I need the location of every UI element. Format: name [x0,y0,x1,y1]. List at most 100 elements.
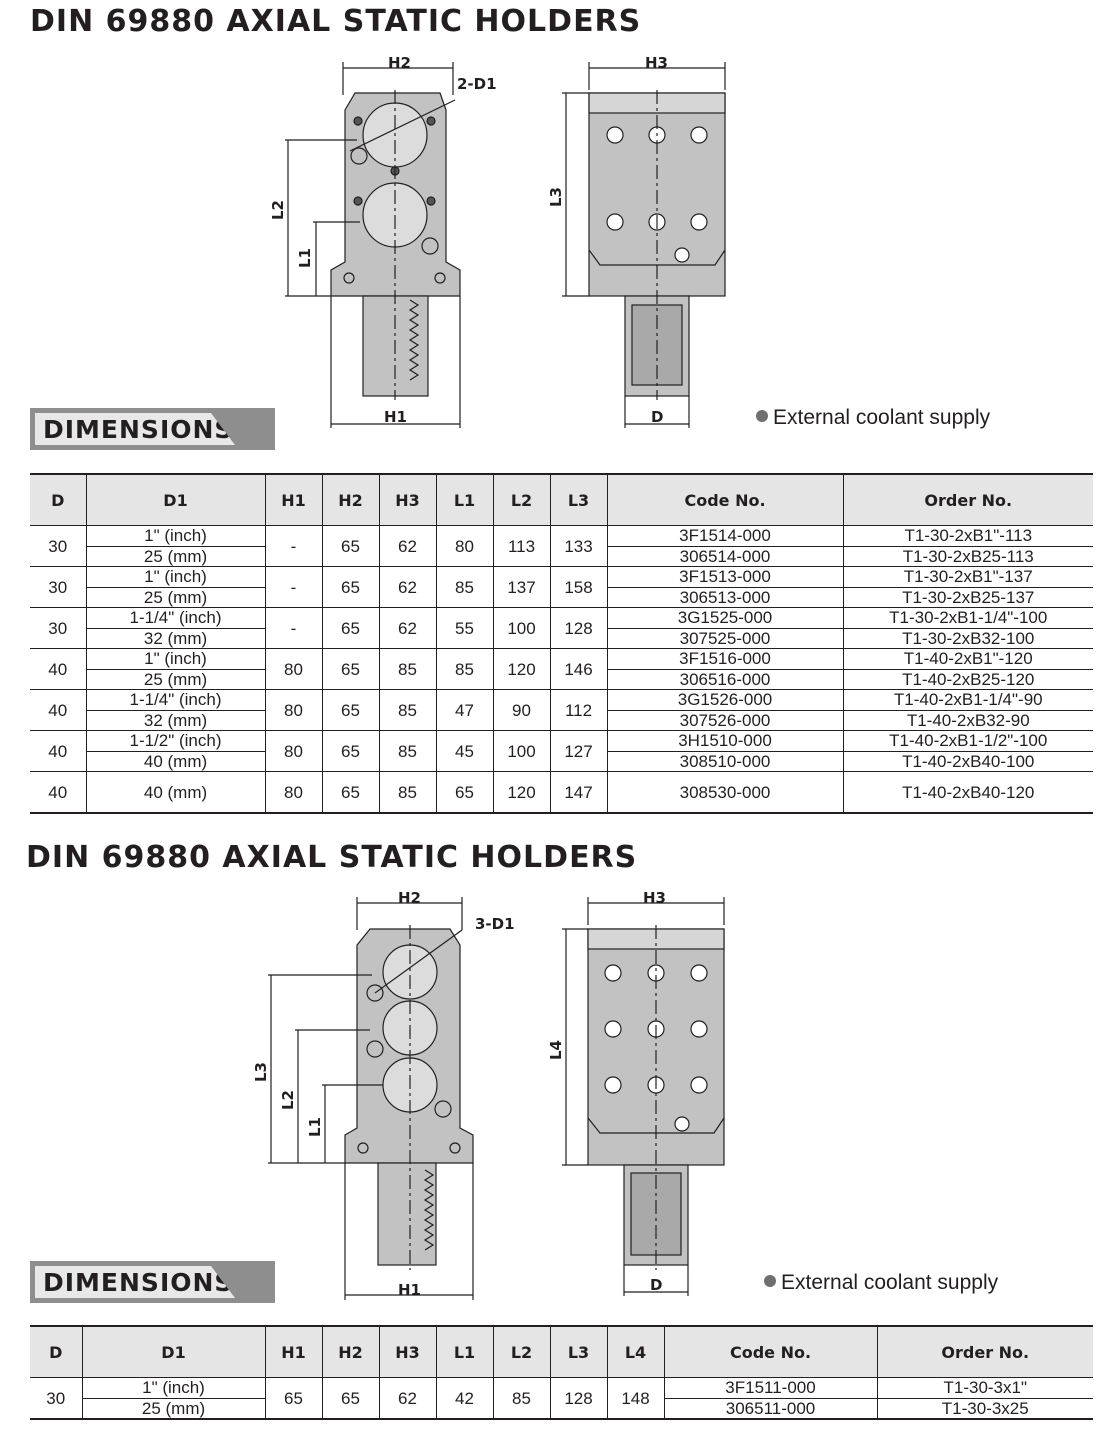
cell-code-line: 306514-000 [679,546,771,566]
cell-l3: 146 [549,648,607,690]
cell-l3: 127 [549,730,607,772]
cell-code-line: 307525-000 [679,628,771,648]
cell-h1: - [264,607,322,649]
cell-order-line: T1-30-2xB1-1/4"-100 [843,608,1093,629]
header-l2: L2 [492,473,550,526]
coolant-note: External coolant supply [756,406,990,430]
cell-h3: 62 [378,1377,436,1420]
cell-order-line: T1-30-2xB1"-137 [843,567,1093,588]
cell-l3: 128 [549,607,607,649]
cell-code-line: 3F1513-000 [607,567,843,588]
cell-d: 40 [30,771,86,814]
cell-code-line: 3F1514-000 [607,526,843,547]
cell-l1: 55 [435,607,493,649]
cell-h1: 80 [264,771,322,814]
cell-d: 40 [30,730,86,772]
cell-code-line: 307526-000 [679,710,771,730]
label-h1: H1 [384,408,407,426]
label-l1: L1 [296,248,314,268]
cell-l1: 47 [435,689,493,731]
cell-h3: 85 [378,648,436,690]
header-d1: D1 [81,1325,265,1378]
cell-d1-line: 32 (mm) [143,628,208,648]
cell-d1: 1-1/2" (inch)40 (mm) [85,730,265,772]
cell-l3: 158 [549,566,607,608]
dimensions-label: DIMENSIONS [43,1268,234,1297]
cell-code: 308530-000 [606,771,843,814]
cell-l1: 80 [435,525,493,567]
cell-l2: 120 [492,648,550,690]
label-l1: L1 [306,1117,324,1137]
label-l3: L3 [547,187,565,207]
cell-order-line: T1-40-2xB25-120 [902,669,1035,689]
label-h1: H1 [398,1281,421,1299]
cell-d1: 1" (inch)25 (mm) [85,566,265,608]
cell-h3: 62 [378,525,436,567]
cell-d1: 1" (inch)25 (mm) [85,648,265,690]
cell-d1: 1-1/4" (inch)32 (mm) [85,689,265,731]
cell-code-line: 3G1525-000 [607,608,843,629]
cell-code-line: 3F1516-000 [607,649,843,670]
header-d: D [30,1325,82,1378]
dimensions-table: D D1 H1 H2 H3 L1 L2 L3 L4 Code No. Order… [30,1325,1093,1420]
cell-h3: 62 [378,607,436,649]
header-order: Order No. [842,473,1093,526]
holder-drawing-two-bore: H2 2-D1 L2 L1 H1 H3 L3 D [0,50,1118,430]
dimensions-banner: DIMENSIONS [30,1261,275,1303]
cell-h2: 65 [321,566,379,608]
label-l3: L3 [252,1062,270,1082]
header-d1: D1 [85,473,265,526]
header-l1: L1 [435,473,493,526]
header-code: Code No. [606,473,843,526]
cell-h3: 85 [378,689,436,731]
coolant-note: External coolant supply [764,1271,998,1295]
cell-d1-line: 1-1/4" (inch) [86,608,265,629]
bullet-icon [756,410,768,422]
cell-l4: 148 [606,1377,664,1420]
header-h2: H2 [321,473,379,526]
section-title: DIN 69880 AXIAL STATIC HOLDERS [30,4,642,39]
label-l4: L4 [547,1040,565,1060]
cell-order-line: T1-40-2xB40-100 [902,751,1035,771]
label-h3: H3 [643,889,666,907]
cell-d1-line: 25 (mm) [143,587,208,607]
label-d1: 3-D1 [475,915,515,933]
cell-h2: 65 [321,648,379,690]
cell-h1: - [264,525,322,567]
cell-h3: 62 [378,566,436,608]
cell-code-line: 3G1526-000 [607,690,843,711]
cell-l2: 85 [492,1377,550,1420]
header-h2: H2 [321,1325,379,1378]
header-l3: L3 [549,1325,607,1378]
label-d: D [651,408,663,426]
cell-order-line: T1-40-2xB32-90 [906,710,1030,730]
cell-h1: 80 [264,689,322,731]
cell-d1-line: 32 (mm) [143,710,208,730]
header-code: Code No. [663,1325,877,1378]
dimensions-table: D D1 H1 H2 H3 L1 L2 L3 Code No. Order No… [30,473,1093,814]
cell-d1-line: 25 (mm) [141,1398,206,1418]
cell-d1-line: 25 (mm) [143,546,208,566]
cell-order: T1-30-3x1"T1-30-3x25 [876,1377,1093,1420]
cell-d: 40 [30,689,86,731]
dimensions-label: DIMENSIONS [43,415,234,444]
cell-d: 30 [30,607,86,649]
holder-drawing-three-bore: H2 3-D1 L3 L2 L1 H1 H3 L4 D [0,885,1118,1305]
label-l2: L2 [269,200,287,220]
cell-l3: 128 [549,1377,607,1420]
table-header-row: D D1 H1 H2 H3 L1 L2 L3 Code No. Order No… [30,473,1093,526]
header-h3: H3 [378,1325,436,1378]
cell-code-line: 306511-000 [725,1398,816,1418]
header-l3: L3 [549,473,607,526]
cell-d1-line: 1" (inch) [86,567,265,588]
cell-order-line: T1-30-2xB25-137 [902,587,1035,607]
